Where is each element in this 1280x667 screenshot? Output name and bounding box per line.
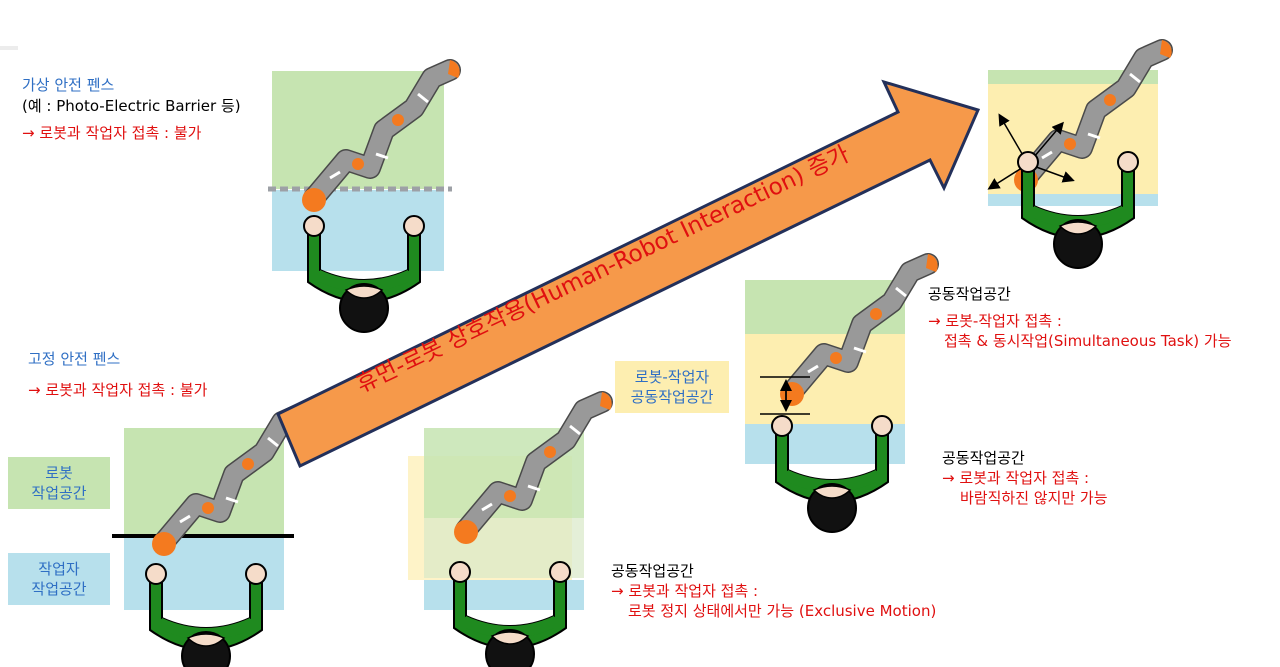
exclusive-line2: 로봇 정지 상태에서만 가능 (Exclusive Motion) [628, 602, 937, 620]
simultaneous-line2: 접촉 & 동시작업(Simultaneous Task) 가능 [944, 332, 1232, 350]
undesirable-line1: → 로봇과 작업자 접촉 : [942, 469, 1090, 487]
virtual-fence-example: (예 : Photo-Electric Barrier 등) [22, 97, 241, 115]
undesirable-line2: 바람직하진 않지만 가능 [960, 489, 1108, 507]
fixed-fence-contact: → 로봇과 작업자 접촉 : 불가 [28, 381, 208, 399]
robot-zone [988, 70, 1158, 84]
fixed-fence-title: 고정 안전 펜스 [28, 350, 121, 368]
shared-workspace-line1: 로봇-작업자 [634, 368, 710, 386]
shared-workspace-label: 로봇-작업자 공동작업공간 [615, 361, 729, 413]
robot-workspace-line1: 로봇 [45, 464, 73, 482]
scene-virtual-fence [268, 60, 460, 333]
exclusive-line1: → 로봇과 작업자 접촉 : [611, 582, 759, 600]
shared-workspace-line2: 공동작업공간 [630, 388, 714, 406]
scene-simultaneous [987, 40, 1172, 269]
robot-workspace-label: 로봇 작업공간 [8, 457, 110, 509]
header-bar [0, 46, 18, 50]
robot-workspace-line2: 작업공간 [31, 484, 87, 502]
exclusive-title: 공동작업공간 [611, 562, 694, 580]
scene-undesirable [745, 254, 938, 533]
simultaneous-title: 공동작업공간 [928, 285, 1011, 303]
scene-fixed-fence [112, 404, 310, 667]
worker-workspace-line1: 작업자 [38, 560, 80, 578]
virtual-fence-contact: → 로봇과 작업자 접촉 : 불가 [22, 124, 202, 142]
virtual-fence-title: 가상 안전 펜스 [22, 76, 115, 94]
worker-workspace-line2: 작업공간 [31, 580, 87, 598]
worker-workspace-label: 작업자 작업공간 [8, 553, 110, 605]
undesirable-title: 공동작업공간 [942, 449, 1025, 467]
scene-exclusive [408, 392, 612, 667]
simultaneous-line1: → 로봇-작업자 접촉 : [928, 312, 1062, 330]
